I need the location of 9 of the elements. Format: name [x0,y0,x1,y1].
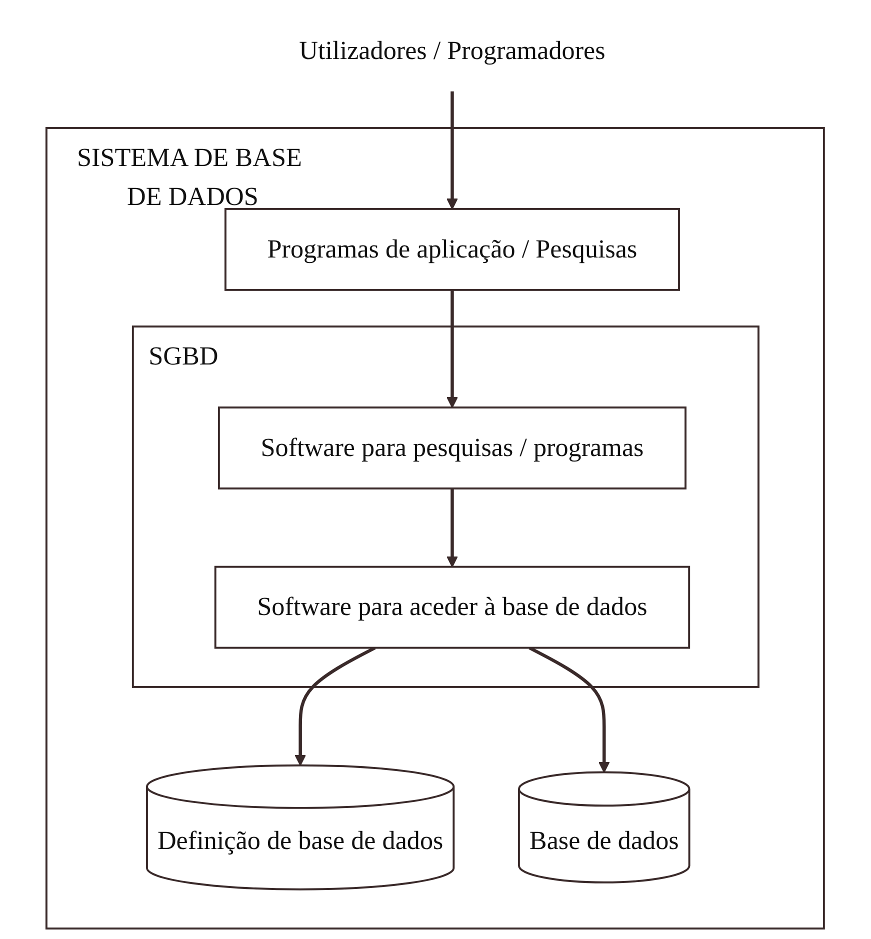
arrow [446,488,458,568]
node-box: Software para aceder à base de dados [214,566,690,649]
arrow [446,290,458,408]
node-box: Software para pesquisas / programas [218,406,687,490]
arrow [528,646,610,773]
node-text: Utilizadores / Programadores [299,36,606,66]
arrow [294,646,376,766]
arrow [446,91,458,210]
node-box: Programas de aplicação / Pesquisas [224,208,680,291]
